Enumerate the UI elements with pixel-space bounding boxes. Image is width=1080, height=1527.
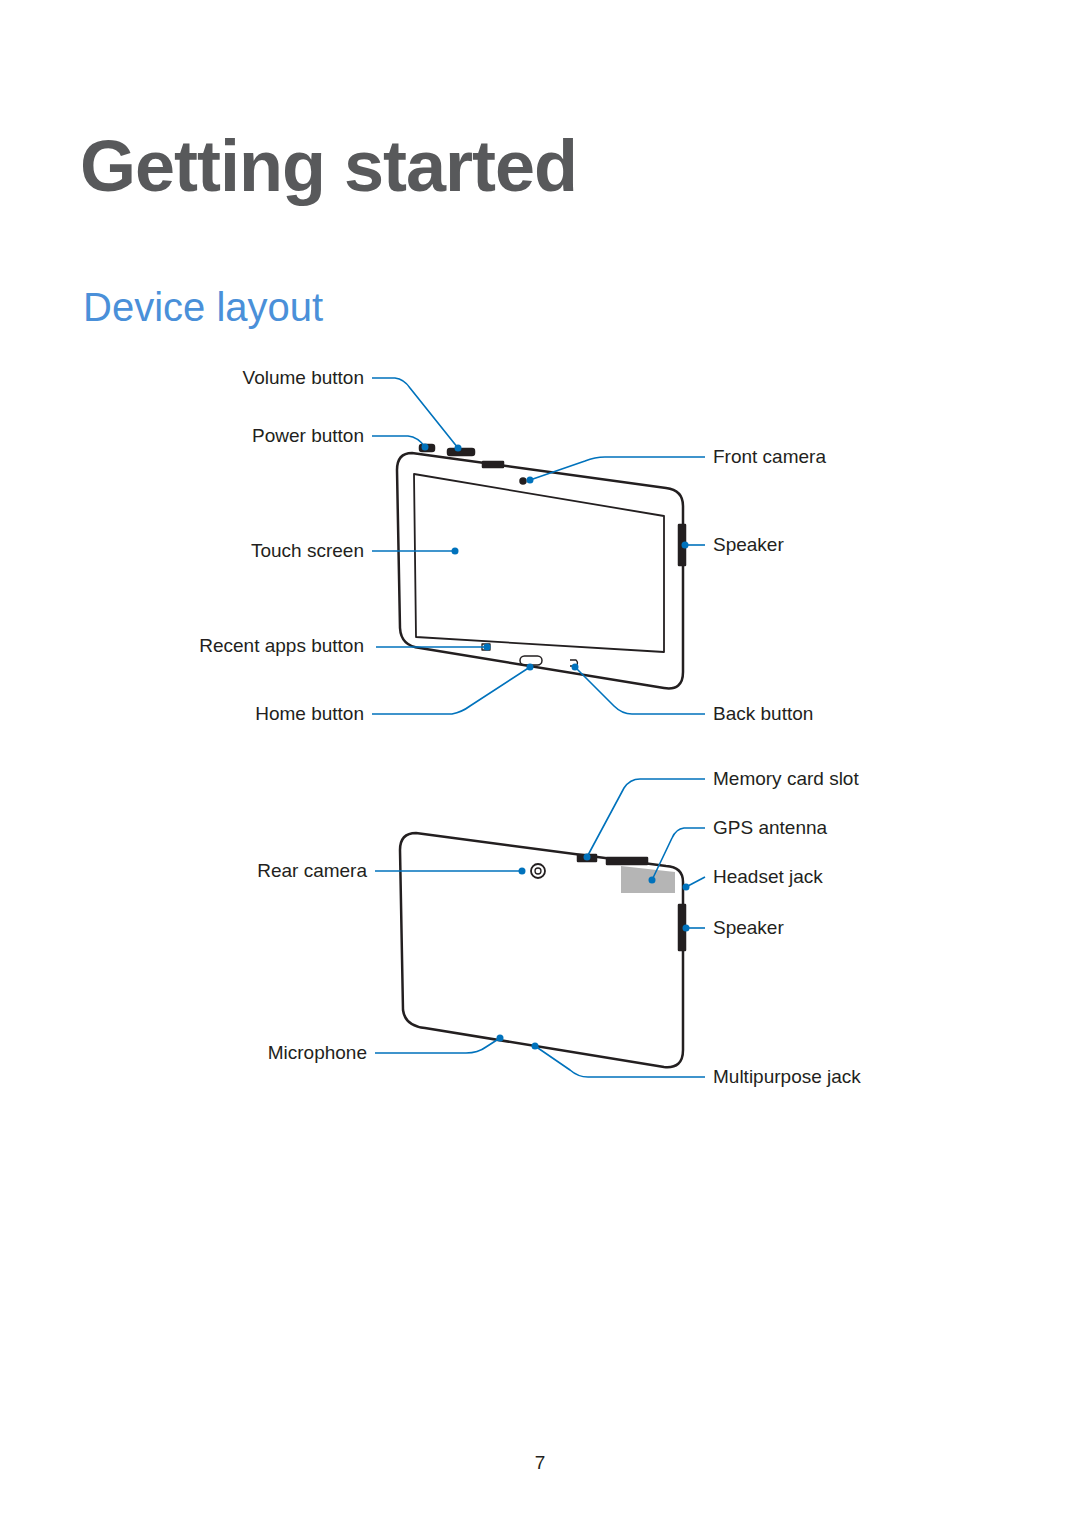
- section-heading: Device layout: [83, 283, 323, 331]
- leader-lines: [372, 378, 705, 1077]
- page-number: 7: [535, 1452, 546, 1475]
- tablet-front: [397, 453, 683, 688]
- part-name: Memory card slot: [713, 768, 859, 791]
- gps-area: [621, 866, 675, 893]
- part-name: Microphone: [268, 1042, 367, 1065]
- page-title: Getting started: [80, 123, 577, 209]
- rear-camera: [531, 864, 545, 878]
- part-name: Rear camera: [257, 860, 367, 883]
- part-name: Power button: [252, 425, 364, 448]
- side-keys: [607, 858, 647, 864]
- leader-dots: [422, 444, 690, 1050]
- part-name: Back button: [713, 703, 813, 726]
- volume-key: [448, 449, 474, 455]
- front-camera: [521, 479, 526, 484]
- screen: [414, 474, 664, 652]
- part-name: Front camera: [713, 446, 826, 469]
- part-name: Touch screen: [251, 540, 364, 563]
- part-name: Speaker: [713, 917, 784, 940]
- part-name: Recent apps button: [199, 635, 364, 658]
- rear-camera-lens: [535, 868, 541, 874]
- part-name: Speaker: [713, 534, 784, 557]
- part-name: Headset jack: [713, 866, 823, 889]
- part-name: Multipurpose jack: [713, 1066, 861, 1089]
- part-name: Home button: [255, 703, 364, 726]
- part-name: GPS antenna: [713, 817, 827, 840]
- tablet-back: [400, 833, 683, 1067]
- vent: [483, 462, 503, 467]
- part-name: Volume button: [243, 367, 364, 390]
